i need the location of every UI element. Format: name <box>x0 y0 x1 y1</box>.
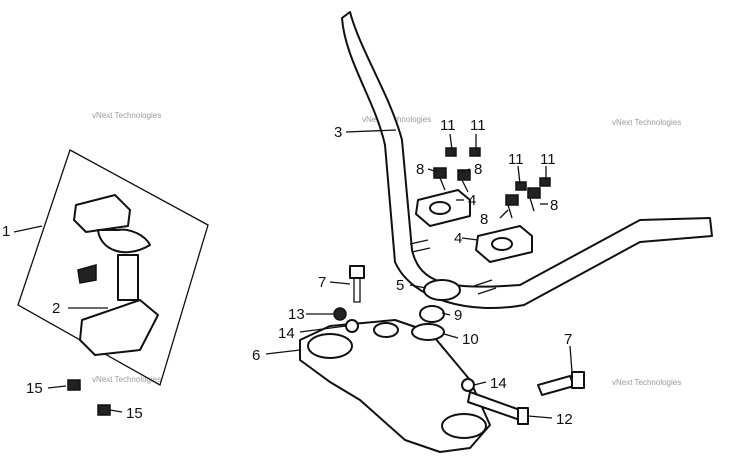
nuts-15 <box>67 379 111 416</box>
callout-8: 8 <box>474 161 482 178</box>
callout-14: 14 <box>278 325 295 342</box>
watermark: vNext Technologies <box>612 118 681 127</box>
callout-2: 2 <box>52 300 60 317</box>
callout-14: 14 <box>490 375 507 392</box>
washers <box>333 279 475 392</box>
watermark: vNext Technologies <box>92 111 161 120</box>
callout-7: 7 <box>318 274 326 291</box>
callout-9: 9 <box>454 307 462 324</box>
handlebar-holders <box>415 189 533 263</box>
callout-8: 8 <box>416 161 424 178</box>
callout-7: 7 <box>564 331 572 348</box>
ignition-switch-assembly <box>17 149 209 386</box>
callout-11: 11 <box>540 151 556 168</box>
bolt-7-upper <box>349 265 365 303</box>
leader-lines <box>13 129 573 419</box>
callout-10: 10 <box>462 331 479 348</box>
callout-15: 15 <box>26 380 43 397</box>
callout-11: 11 <box>440 117 456 134</box>
handlebar <box>341 11 713 309</box>
callout-8: 8 <box>480 211 488 228</box>
callout-15: 15 <box>126 405 143 422</box>
callout-4: 4 <box>468 192 476 209</box>
callout-4: 4 <box>454 230 462 247</box>
callout-13: 13 <box>288 306 305 323</box>
callouts: 1 2 3 4 4 5 6 7 7 8 8 8 8 9 10 11 11 11 … <box>2 117 573 428</box>
watermark: vNext Technologies <box>612 378 681 387</box>
top-bridge <box>299 319 491 453</box>
callout-11: 11 <box>470 117 486 134</box>
bolts-and-nuts <box>433 147 551 219</box>
watermark: vNext Technologies <box>92 375 161 384</box>
watermark: vNext Technologies <box>362 115 431 124</box>
callout-5: 5 <box>396 277 404 294</box>
callout-12: 12 <box>556 411 573 428</box>
bolt-7-lower <box>537 371 585 396</box>
callout-3: 3 <box>334 124 342 141</box>
callout-8: 8 <box>550 197 558 214</box>
callout-6: 6 <box>252 347 260 364</box>
callout-11: 11 <box>508 151 524 168</box>
callout-1: 1 <box>2 223 10 240</box>
